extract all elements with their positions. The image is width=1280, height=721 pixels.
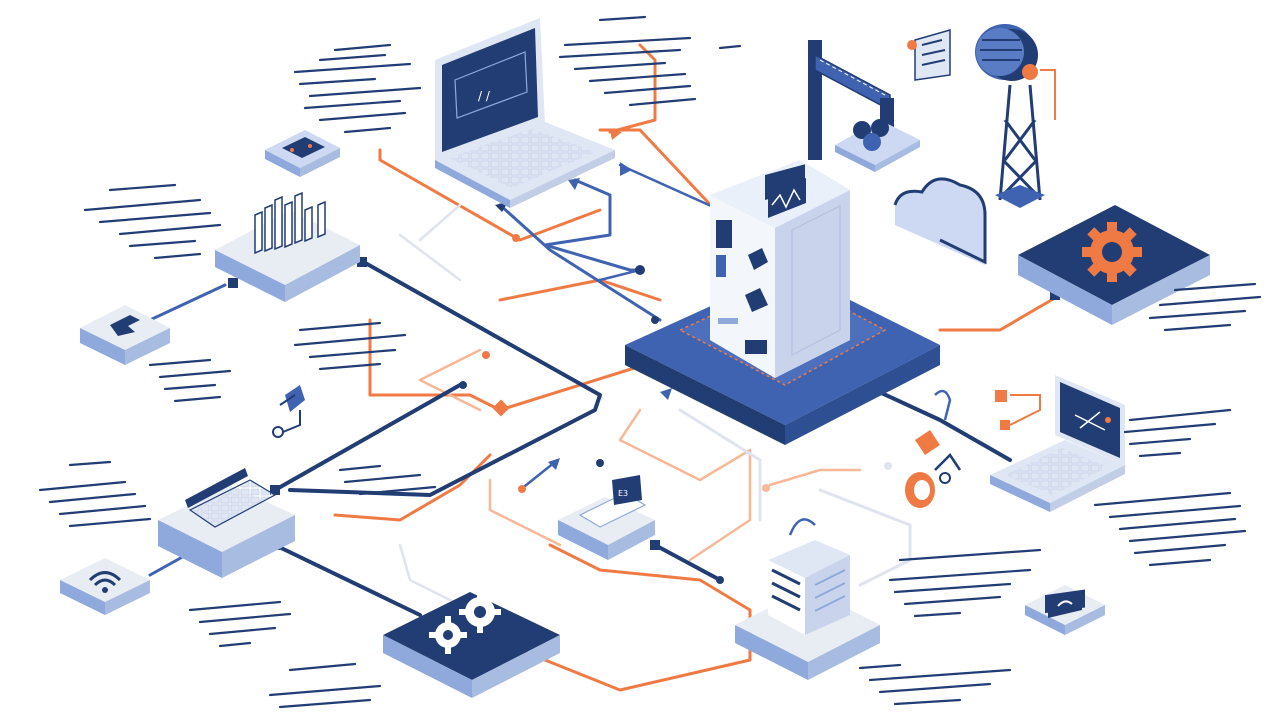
text-block-top-left xyxy=(293,43,422,134)
connector-light-orange xyxy=(618,408,752,562)
connector-light-orange xyxy=(418,348,482,412)
connector-blue xyxy=(543,178,642,272)
connector-pale xyxy=(818,488,912,587)
connector-orange xyxy=(378,148,602,242)
flag-icon xyxy=(80,305,170,365)
connector-blue xyxy=(618,163,722,212)
text-block-bottom-left xyxy=(188,600,382,709)
server-rack-icon[interactable] xyxy=(735,518,880,680)
connector-blue xyxy=(498,203,662,322)
connector-navy xyxy=(873,388,1012,462)
cable-reel-icon xyxy=(907,24,1056,208)
connector-pale xyxy=(418,203,462,242)
connector-orange xyxy=(368,318,472,397)
connector-navy xyxy=(273,543,422,617)
calculator-icon[interactable] xyxy=(158,468,295,578)
connector-pale xyxy=(678,408,762,522)
connector-navy xyxy=(148,283,227,322)
text-block-center xyxy=(338,464,437,496)
connector-blue xyxy=(598,268,642,282)
svg-text:E3: E3 xyxy=(618,489,628,498)
text-block-top-mid xyxy=(558,15,742,107)
gear-icon xyxy=(1082,222,1142,282)
text-block-bottom-mid xyxy=(858,548,1042,706)
wifi-icon xyxy=(60,558,150,615)
bar-chart-icon[interactable] xyxy=(215,191,360,302)
connector-orange xyxy=(518,543,752,692)
text-block-lower-left xyxy=(38,460,152,528)
connector-pale xyxy=(398,543,472,612)
text-block-right xyxy=(1093,282,1262,567)
server-cabinet-icon[interactable] xyxy=(710,160,850,378)
connector-light-orange xyxy=(488,478,562,547)
document-icon[interactable]: E3 xyxy=(558,475,655,560)
text-placeholder-blocks xyxy=(38,15,1262,709)
settings-tile-icon[interactable] xyxy=(1018,205,1210,325)
connector-navy xyxy=(288,258,602,497)
laptop-icon-right[interactable] xyxy=(990,375,1125,512)
svg-text:/ /: / / xyxy=(478,89,491,103)
connector-pale xyxy=(398,233,462,282)
connector-lines xyxy=(148,43,1062,692)
cloud-icon xyxy=(893,177,987,265)
connector-orange xyxy=(333,453,492,522)
connector-blue xyxy=(518,460,557,492)
gears-icon[interactable] xyxy=(383,591,560,698)
connector-light-orange xyxy=(768,468,862,487)
wifi-tile-icon xyxy=(1025,585,1105,635)
robotic-arm-icon xyxy=(905,389,1041,508)
router-icon xyxy=(272,385,305,438)
connector-orange xyxy=(938,293,1062,332)
crane-icon xyxy=(808,40,920,172)
connector-navy xyxy=(273,383,462,492)
text-block-left xyxy=(83,183,222,260)
laptop-icon[interactable]: / / xyxy=(435,18,615,208)
keyboard-icon xyxy=(265,130,340,177)
text-block-mid-left xyxy=(148,321,407,403)
connector-navy xyxy=(653,543,722,582)
connector-orange xyxy=(498,278,662,302)
